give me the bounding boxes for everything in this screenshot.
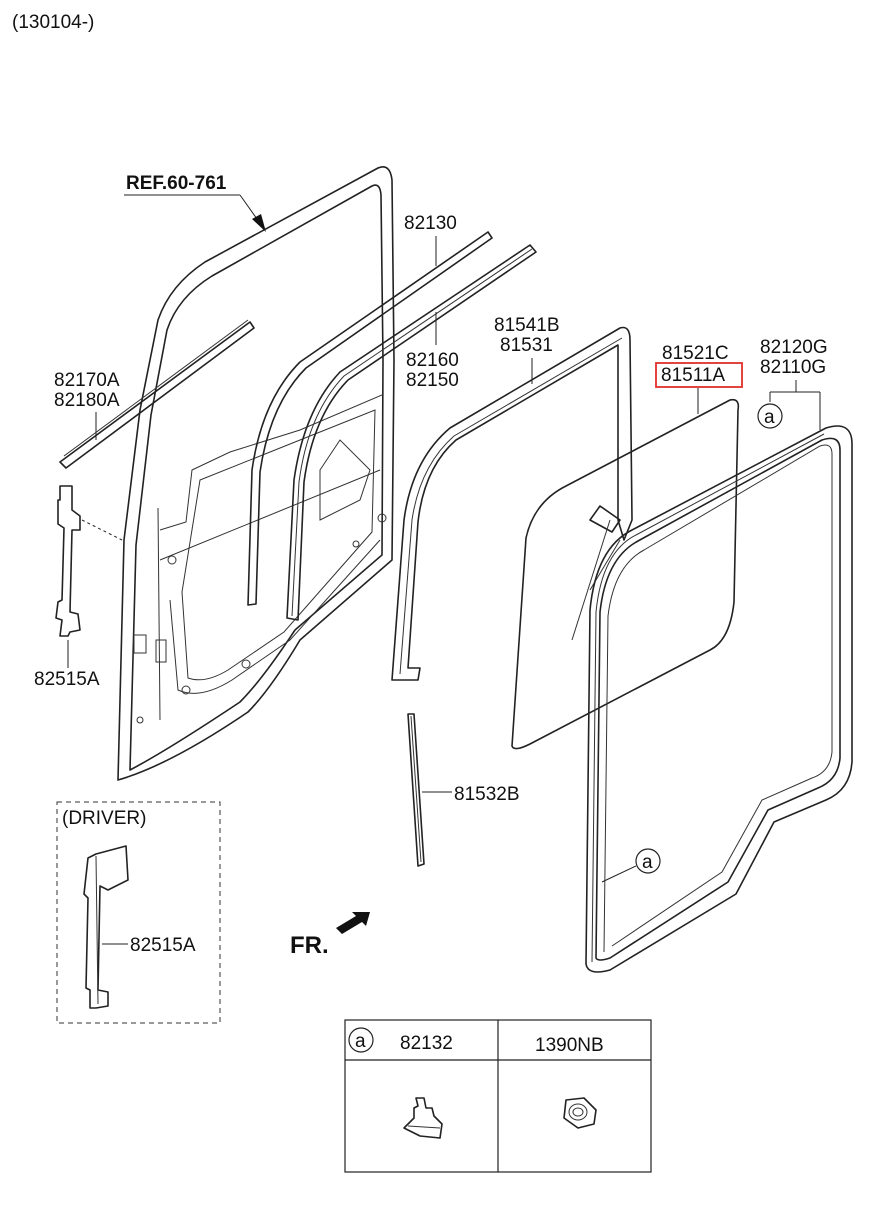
label-81521C: 81521C [662,343,729,364]
label-82170A: 82170A [54,370,120,391]
clip-icon [403,1097,443,1139]
front-direction-label: FR. [290,932,329,959]
part-82170A-inner-belt[interactable]: 82170A 82180A [54,319,255,469]
part-82110G-weatherstrip[interactable]: 82120G 82110G a a [585,337,853,973]
label-82120G: 82120G [760,337,828,358]
callout-a-upper-label: a [764,407,775,428]
legend-callout-a-label: a [355,1031,366,1052]
part-81541B-glass-run[interactable]: 81541B 81531 [391,315,633,681]
highlight-box-81511A [655,362,743,388]
label-82515A: 82515A [34,669,100,690]
serial-range-label: (130104-) [12,12,94,33]
front-direction-indicator: FR. [290,912,370,959]
callout-a-lower-label: a [642,852,653,873]
driver-box-title: (DRIVER) [62,808,146,829]
part-81532B-lower-channel[interactable]: 81532B [407,713,520,867]
label-82160: 82160 [406,350,459,371]
reference-callout[interactable]: REF.60-761 [124,173,266,232]
part-82515A-regulator[interactable]: 82515A [34,485,123,690]
legend-part-82132[interactable]: 82132 [400,1033,453,1054]
driver-variant-box[interactable]: (DRIVER) 82515A [56,801,221,1024]
label-82180A: 82180A [54,390,120,411]
label-82515A-driver: 82515A [130,935,196,956]
label-82130: 82130 [404,213,457,234]
reference-arrow-icon [252,214,266,232]
label-81531: 81531 [500,335,553,356]
part-81511A-door-glass[interactable]: 81521C 81511A [511,343,743,750]
label-81532B: 81532B [454,784,520,805]
callout-a-lower[interactable] [635,848,661,874]
front-arrow-icon [336,912,370,934]
label-81541B: 81541B [494,315,560,336]
part-82130-outer-belt-strip[interactable]: 82130 [247,213,493,606]
fastener-legend-table: a 82132 1390NB [344,1019,652,1173]
legend-part-1390NB[interactable]: 1390NB [535,1035,604,1056]
callout-a-upper[interactable] [757,403,783,429]
label-82150: 82150 [406,370,459,391]
door-frame-outline [117,166,395,781]
label-82110G: 82110G [760,357,826,378]
grommet-icon [563,1097,597,1129]
legend-callout-a [348,1027,374,1053]
part-82160-82150-channel[interactable]: 82160 82150 [286,244,537,621]
label-81511A: 81511A [661,365,725,386]
reference-label: REF.60-761 [126,173,227,194]
